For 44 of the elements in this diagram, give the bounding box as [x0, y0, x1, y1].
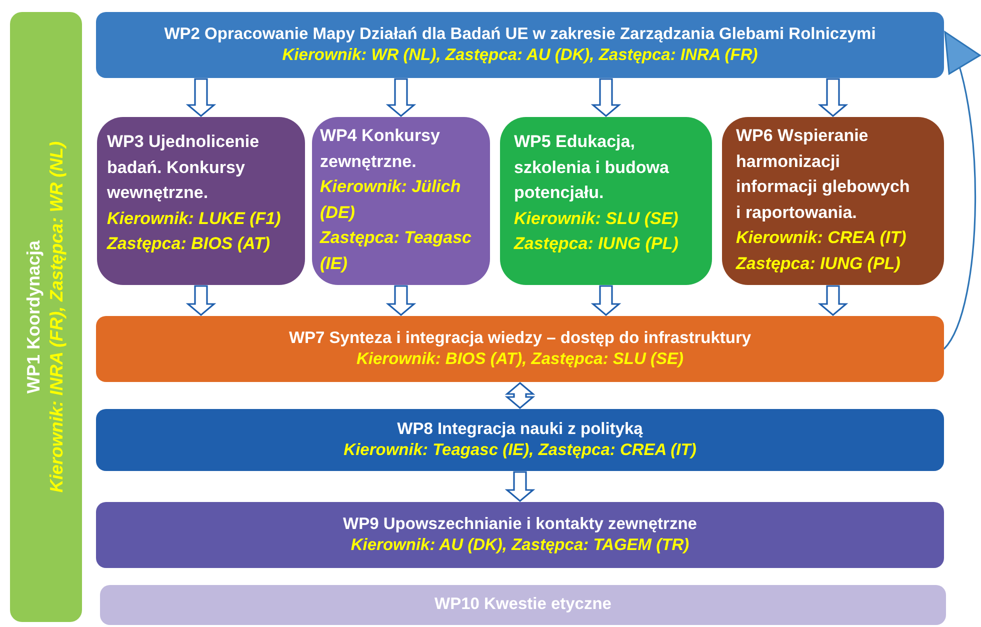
leader-deputy-text: Zastępca: BIOS (AT) [107, 233, 272, 255]
package-title: WP6 Wspieranie harmonizacji informacji glebowych i raportowania. [736, 125, 910, 224]
leader-deputy-text: Zastępca: IUNG (PL) [736, 252, 902, 274]
work-package-box [722, 117, 944, 285]
leader-deputy-text: Kierownik: WR (NL), Zastępca: AU (DK), Zastępca: INRA (FR) [281, 45, 759, 66]
block-arrow [590, 78, 622, 118]
leader-deputy-text: Kierownik: LUKE (F1) [107, 208, 282, 230]
block-arrow [186, 285, 216, 316]
block-arrow [386, 78, 416, 118]
feedback-arrow [943, 31, 978, 350]
leader-deputy-text: Zastępca: Teagasc (IE) [320, 227, 472, 274]
leader-deputy-text: Kierownik: AU (DK), Zastępca: TAGEM (TR) [350, 535, 690, 556]
work-package-box [96, 316, 944, 382]
block-arrow [590, 285, 622, 316]
package-title: WP8 Integracja nauki z polityką [396, 418, 644, 440]
leader-deputy-text: Kierownik: INRA (FR), Zastępca: WR (NL) [46, 141, 68, 493]
block-arrow [386, 285, 416, 316]
block-arrow [504, 382, 536, 410]
package-title: WP5 Edukacja, szkolenia i budowa potencjału. [514, 131, 670, 204]
leader-deputy-text: Kierownik: SLU (SE) [514, 208, 680, 230]
work-package-box [96, 12, 944, 78]
leader-deputy-text: Kierownik: Jülich (DE) [320, 176, 462, 224]
package-title: WP3 Ujednolicenie badań. Konkursy wewnętrzne. [107, 131, 260, 204]
package-title: WP9 Upowszechnianie i kontakty zewnętrzne [342, 514, 698, 535]
leader-deputy-text: Zastępca: IUNG (PL) [514, 233, 680, 255]
work-package-box [96, 502, 944, 568]
work-package-box [97, 117, 305, 285]
block-arrow [818, 78, 848, 118]
work-package-box [500, 117, 712, 285]
leader-deputy-text: Kierownik: CREA (IT) [736, 227, 908, 249]
package-title: WP1 Koordynacja [22, 240, 45, 394]
package-title: WP2 Opracowanie Mapy Działań dla Badań UE w zakresie Zarządzania Glebami Rolniczymi [163, 24, 877, 45]
block-arrow [186, 78, 216, 118]
work-package-box [96, 409, 944, 471]
block-arrow [818, 285, 848, 316]
package-title: WP10 Kwestie etyczne [434, 594, 612, 616]
work-package-box [100, 585, 946, 625]
work-package-box [312, 117, 490, 285]
block-arrow [504, 471, 536, 502]
package-title: WP7 Synteza i integracja wiedzy – dostęp do infrastruktury [288, 328, 752, 349]
leader-deputy-text: Kierownik: Teagasc (IE), Zastępca: CREA (IT) [342, 440, 698, 461]
package-title: WP4 Konkursy zewnętrzne. [320, 125, 441, 172]
coordination-bar [10, 12, 82, 622]
leader-deputy-text: Kierownik: BIOS (AT), Zastępca: SLU (SE) [356, 349, 684, 370]
